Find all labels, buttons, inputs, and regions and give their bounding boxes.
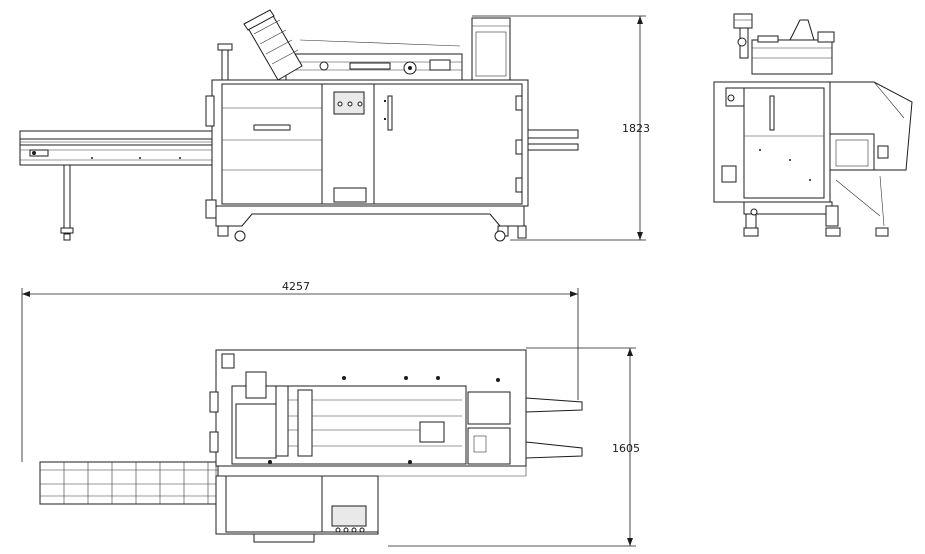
length-dimension: 4257: [21, 280, 579, 462]
side-chute: [829, 81, 913, 227]
plan-main-body: [209, 349, 527, 467]
plan-lower-cabinet: [215, 466, 527, 543]
top-feeder: [217, 9, 511, 83]
side-elevation-view: [713, 13, 913, 237]
front-elevation-view: 1823: [19, 9, 650, 242]
width-dimension-label: 1605: [612, 442, 640, 455]
height-dimension-label: 1823: [622, 122, 650, 135]
outfeed-arm: [527, 129, 579, 139]
height-dimension: 1823: [472, 15, 650, 241]
infeed-conveyor: [19, 130, 217, 241]
side-body: [713, 81, 831, 203]
base-frame: [215, 205, 527, 242]
side-top-mechanism: [733, 13, 835, 75]
plan-infeed-conveyor: [39, 461, 219, 505]
main-cabinet: [205, 79, 529, 219]
width-dimension: 1605: [388, 347, 640, 547]
plan-outfeed-arms: [525, 397, 583, 459]
length-dimension-label: 4257: [282, 280, 310, 293]
plan-view: 4257: [21, 280, 640, 547]
side-base: [743, 201, 889, 237]
outfeed-arm-lower: [527, 143, 579, 151]
